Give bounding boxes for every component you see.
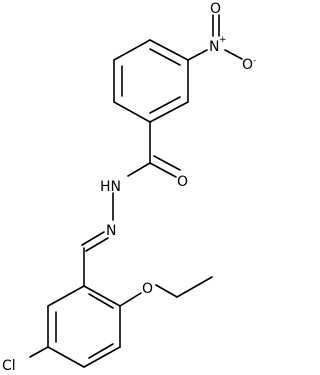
chloro-label: Cl (2, 358, 16, 374)
chemical-structure: N + O O - O HN N O (2, 1, 256, 374)
chlorophenyl-ring (47, 247, 121, 368)
ring-a-bond-6 (113, 39, 151, 61)
carbonyl-o-label: O (177, 174, 188, 190)
ring-a-bond-4 (113, 101, 151, 123)
imine-double-bond-1 (81, 231, 105, 246)
nitro-o-right-label: O (242, 57, 253, 73)
ring-b-bond-3 (83, 346, 121, 368)
carbonyl-to-nh-bond (127, 162, 151, 177)
ring-a-double-2 (149, 96, 181, 114)
imine-n-label: N (106, 223, 116, 239)
ring-b-bond-4 (47, 346, 85, 368)
ring-b-bond-1 (83, 285, 121, 307)
nitro-n-charge: + (219, 35, 227, 45)
nitro-o-right-charge: - (253, 56, 256, 66)
nitro-o-right-bond (224, 49, 243, 60)
ring-a-double-1 (149, 48, 181, 66)
hydrazide-nh-label: HN (100, 179, 121, 195)
ether-o-label: O (142, 281, 153, 297)
carbonyl-double-bond-1 (149, 162, 177, 178)
ethoxy-group: O (119, 276, 213, 307)
nitro-o-top-label: O (210, 1, 221, 17)
nitro-group: N + O O - (187, 1, 256, 73)
carbonyl-double-bond-2 (153, 155, 181, 171)
ring-a-bond-1 (149, 39, 189, 61)
ring-to-ether-o-bond (119, 292, 142, 307)
ring-to-nitro-bond (187, 49, 208, 61)
hydrazide-linker: O HN N (100, 121, 188, 239)
nitrophenyl-ring (113, 39, 189, 123)
nitro-n-label: N (209, 39, 219, 55)
imine-bond (81, 231, 109, 252)
ring-b-bond-6 (47, 285, 85, 307)
chloro-group: Cl (2, 346, 49, 374)
ring-to-cl-bond (29, 346, 49, 358)
ch2-to-ch3-bond (176, 276, 213, 298)
ether-o-to-ch2-bond (155, 284, 178, 298)
ring-b-double-2 (88, 343, 114, 359)
ring-a-bond-3 (149, 101, 189, 123)
ring-b-double-1 (88, 293, 114, 309)
imine-double-bond-2 (85, 237, 109, 252)
